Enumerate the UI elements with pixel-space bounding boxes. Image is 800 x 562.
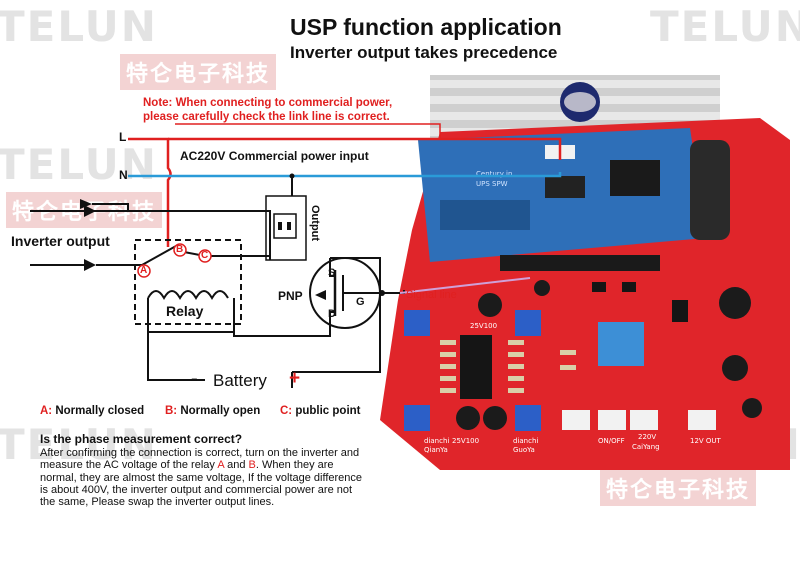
battery-plus: + bbox=[289, 368, 301, 389]
board-label-qianya: QianYa bbox=[424, 446, 448, 454]
point-c-label: C bbox=[201, 250, 209, 261]
legend-a-text: Normally closed bbox=[55, 405, 145, 417]
board-label-onoff: ON/OFF bbox=[598, 437, 625, 445]
board-label-220v: 220V bbox=[638, 433, 657, 441]
warning-note: Note: When connecting to commercial powe… bbox=[143, 96, 392, 124]
warning-note-line: Note: When connecting to commercial powe… bbox=[143, 97, 393, 109]
transistor-g-label: G bbox=[356, 296, 365, 308]
legend-a-key: A: bbox=[40, 405, 53, 417]
question-text: and bbox=[224, 459, 249, 472]
legend-c-key: C: bbox=[280, 405, 293, 417]
battery-minus: - bbox=[191, 368, 198, 390]
board-label-guoya: GuoYa bbox=[513, 446, 535, 454]
output-label: Output bbox=[309, 205, 321, 242]
module-text: UPS SPW bbox=[476, 180, 508, 188]
legend-c: C: public point bbox=[280, 405, 361, 417]
point-b-label: B bbox=[176, 244, 184, 255]
phase-question-title: Is the phase measurement correct? bbox=[40, 432, 243, 446]
relay-label: Relay bbox=[166, 303, 204, 319]
battery-label: Battery bbox=[213, 371, 267, 390]
wire-l-to-board bbox=[168, 137, 562, 160]
page-subtitle: Inverter output takes precedence bbox=[290, 43, 558, 62]
chip-label: 25V100 bbox=[452, 437, 480, 445]
transistor-s-label: S bbox=[328, 267, 336, 279]
watermark-brand: TELUN bbox=[0, 2, 158, 51]
question-point-a: A bbox=[217, 459, 225, 472]
watermark-chinese: 特仑电子科技 bbox=[600, 470, 757, 506]
legend-a: A: Normally closed bbox=[40, 405, 144, 417]
arrow-upper bbox=[30, 203, 129, 212]
watermark-chinese: 特仑电子科技 bbox=[120, 54, 277, 90]
wire-n bbox=[128, 172, 562, 178]
page-title: USP function application bbox=[290, 14, 562, 40]
transistor-d-label: D bbox=[328, 308, 336, 320]
board-label-dianchi: dianchi bbox=[513, 437, 539, 445]
question-point-b: B bbox=[248, 459, 256, 472]
warning-note-line: please carefully check the link line is … bbox=[143, 111, 390, 123]
question-text: After confirming the connection is corre… bbox=[40, 447, 360, 472]
wire-l bbox=[128, 137, 172, 247]
legend-b-key: B: bbox=[165, 405, 178, 417]
board-label-dianchi: dianchi bbox=[424, 437, 450, 445]
phase-question-body: After confirming the connection is corre… bbox=[40, 447, 370, 508]
signal-line-label: Signal line bbox=[406, 289, 457, 301]
inverter-output-label: Inverter output bbox=[11, 233, 110, 249]
blue-module bbox=[418, 128, 706, 262]
watermark-brand: TELUN bbox=[0, 140, 158, 189]
board-label-caiyang: CaiYang bbox=[632, 443, 660, 451]
watermark-brand: TELUN bbox=[650, 2, 800, 51]
relay-box bbox=[134, 239, 242, 325]
line-l-label: L bbox=[119, 130, 127, 144]
board-label-12v: 12V OUT bbox=[690, 437, 721, 445]
ac-input-label: AC220V Commercial power input bbox=[180, 149, 369, 163]
chip-label: 25V100 bbox=[470, 322, 498, 330]
line-n-label: N bbox=[119, 168, 128, 182]
relay-coil bbox=[147, 290, 229, 301]
module-text: Century in bbox=[476, 170, 513, 178]
point-a-label: A bbox=[140, 265, 148, 276]
legend-b: B: Normally open bbox=[165, 405, 260, 417]
question-text: . When they are normal, they are almost … bbox=[40, 459, 363, 509]
legend-b-text: Normally open bbox=[180, 405, 261, 417]
legend-c-text: public point bbox=[295, 405, 361, 417]
pnp-label: PNP bbox=[278, 289, 303, 303]
watermark-brand: TELUN bbox=[0, 420, 158, 469]
